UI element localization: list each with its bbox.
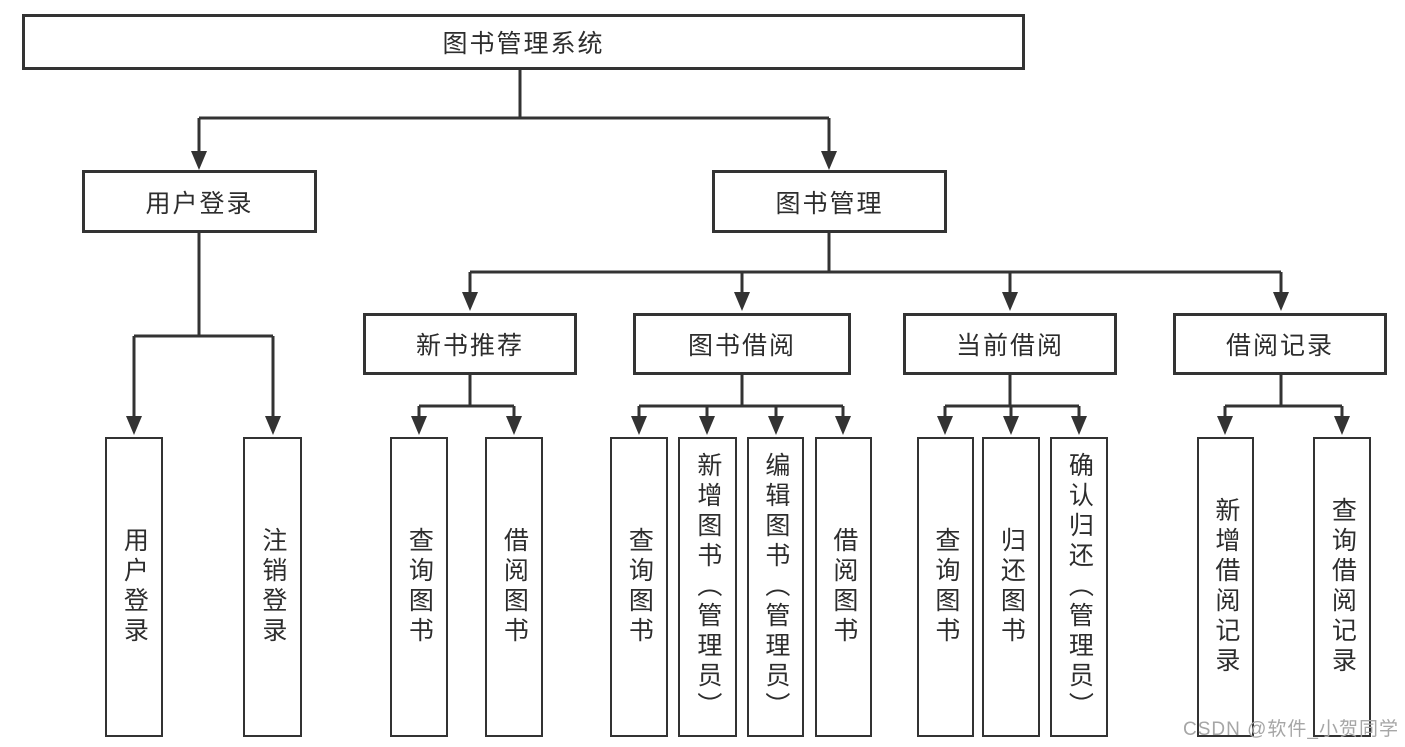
arrowhead-icon [462, 292, 478, 311]
leaf-add-borrow-record: 新增借阅记录 [1197, 437, 1254, 737]
node-label: 用户登录 [120, 527, 149, 647]
leaf-query-borrow-record: 查询借阅记录 [1313, 437, 1371, 737]
wire-recommend-to-children [417, 375, 516, 417]
node-label: 图书借阅 [687, 332, 796, 360]
arrowhead-icon [1002, 292, 1018, 311]
arrowhead-icon [411, 416, 427, 435]
arrowhead-icon [1273, 292, 1289, 311]
node-label: 注销登录 [258, 527, 287, 647]
arrowhead-icon [1071, 416, 1087, 435]
arrowhead-icon [734, 292, 750, 311]
wire-records-to-children [1223, 375, 1344, 417]
leaf-query-books-recommend: 查询图书 [390, 437, 448, 737]
node-label: 归还图书 [997, 527, 1026, 647]
node-book-management: 图书管理 [712, 170, 947, 233]
node-label: 借阅记录 [1225, 332, 1334, 360]
node-label: 图书管理系统 [442, 30, 605, 58]
leaf-return-books: 归还图书 [982, 437, 1040, 737]
arrowhead-icon [1334, 416, 1350, 435]
node-label: 新增借阅记录 [1211, 497, 1240, 677]
connector-wires [132, 70, 1344, 417]
arrowhead-icon [506, 416, 522, 435]
node-label: 新增图书（管理员） [693, 452, 722, 722]
node-new-book-recommend: 新书推荐 [363, 313, 577, 375]
arrowhead-icon [821, 151, 837, 170]
arrow-heads [126, 151, 1350, 435]
arrowhead-icon [937, 416, 953, 435]
node-label: 确认归还（管理员） [1065, 452, 1094, 722]
leaf-query-books-current: 查询图书 [917, 437, 974, 737]
wire-user-login-to-children [132, 233, 275, 417]
node-label: 查询图书 [931, 527, 960, 647]
node-user-login: 用户登录 [82, 170, 317, 233]
arrowhead-icon [699, 416, 715, 435]
node-root-system: 图书管理系统 [22, 14, 1025, 70]
node-current-borrowing: 当前借阅 [903, 313, 1117, 375]
arrowhead-icon [631, 416, 647, 435]
wire-root-to-level2 [197, 70, 831, 152]
node-label: 查询图书 [405, 527, 434, 647]
arrowhead-icon [191, 151, 207, 170]
node-label: 查询借阅记录 [1328, 497, 1357, 677]
arrowhead-icon [835, 416, 851, 435]
leaf-user-login: 用户登录 [105, 437, 163, 737]
watermark: CSDN @软件_小贺同学 [1183, 719, 1399, 740]
node-label: 查询图书 [625, 527, 654, 647]
node-label: 借阅图书 [500, 527, 529, 647]
node-label: 借阅图书 [829, 527, 858, 647]
arrowhead-icon [1217, 416, 1233, 435]
node-book-borrowing: 图书借阅 [633, 313, 851, 375]
arrowhead-icon [265, 416, 281, 435]
wire-current-to-children [943, 375, 1081, 417]
node-label: 编辑图书（管理员） [761, 452, 790, 722]
wire-borrow-to-children [637, 375, 845, 417]
leaf-confirm-return-admin: 确认归还（管理员） [1050, 437, 1108, 737]
leaf-logout: 注销登录 [243, 437, 302, 737]
leaf-query-books-borrow: 查询图书 [610, 437, 668, 737]
leaf-borrow-books-recommend: 借阅图书 [485, 437, 543, 737]
arrowhead-icon [126, 416, 142, 435]
leaf-borrow-books: 借阅图书 [815, 437, 872, 737]
node-label: 新书推荐 [415, 332, 524, 360]
node-label: 当前借阅 [955, 332, 1064, 360]
arrowhead-icon [768, 416, 784, 435]
wire-book-mgmt-to-level3 [468, 233, 1283, 293]
leaf-add-books-admin: 新增图书（管理员） [678, 437, 737, 737]
leaf-edit-books-admin: 编辑图书（管理员） [747, 437, 804, 737]
node-label: 用户登录 [145, 189, 254, 218]
arrowhead-icon [1003, 416, 1019, 435]
node-label: 图书管理 [775, 189, 884, 218]
node-borrow-records: 借阅记录 [1173, 313, 1387, 375]
